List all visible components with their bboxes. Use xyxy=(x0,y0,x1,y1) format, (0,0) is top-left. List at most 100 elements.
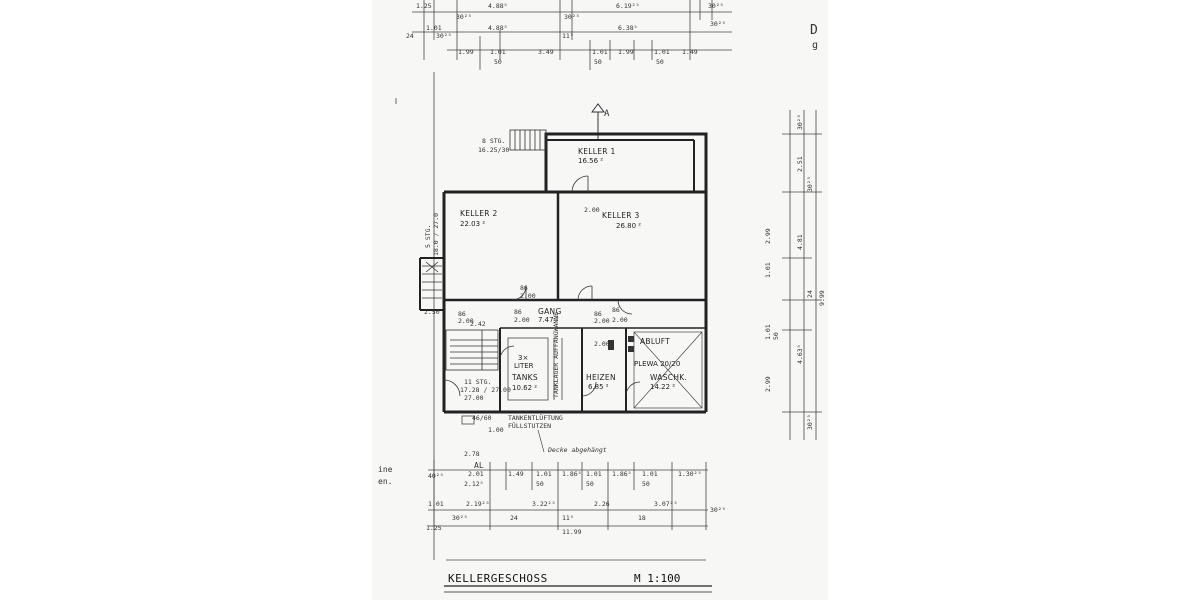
tank-vertical-note: TANKLAGER AUFFANGWANNE xyxy=(552,312,560,398)
right-dim-10: 4.63⁵ xyxy=(796,344,804,364)
plan-scale: M 1:100 xyxy=(634,572,680,585)
svg-text:46/60: 46/60 xyxy=(472,414,492,422)
svg-text:1.86⁵: 1.86⁵ xyxy=(612,470,632,478)
svg-text:2.00: 2.00 xyxy=(594,317,610,325)
keller1-name: KELLER 1 xyxy=(578,147,616,156)
svg-text:2.12⁵: 2.12⁵ xyxy=(464,480,484,488)
svg-text:1.01: 1.01 xyxy=(536,470,552,478)
edge-text-ine: ine xyxy=(378,465,393,474)
fill-stutzen-note: FÜLLSTUTZEN xyxy=(508,421,551,430)
flue-markers xyxy=(608,336,634,352)
edge-text-en: en. xyxy=(378,477,392,486)
svg-text:1.49: 1.49 xyxy=(508,470,524,478)
svg-text:50: 50 xyxy=(642,480,650,488)
svg-text:2.78: 2.78 xyxy=(464,450,480,458)
right-dim-11: 2.99 xyxy=(764,376,772,392)
keller3-name: KELLER 3 xyxy=(602,211,640,220)
interior-dims: 2.42 2.50 86 2.00 86 2.00 86 2.00 86 2.0… xyxy=(424,206,628,434)
keller2-area: 22.03 ² xyxy=(460,220,485,228)
top3-dim-101b: 1.01 xyxy=(592,48,608,56)
top-dim-30-a: 30²⁵ xyxy=(456,13,472,21)
svg-text:2.19²⁵: 2.19²⁵ xyxy=(466,500,489,508)
top3-dim-349: 3.49 xyxy=(538,48,554,56)
top3-dim-101a: 1.01 xyxy=(490,48,506,56)
svg-text:24: 24 xyxy=(510,514,518,522)
stairs-bottom-dim2: 27.00 xyxy=(464,394,484,402)
top2-dim-30: 30²⁵ xyxy=(436,32,452,40)
top-dim-30-c: 30²⁵ xyxy=(708,2,724,10)
plan-title: KELLERGESCHOSS xyxy=(448,572,548,585)
top2-dim-638: 6.38⁵ xyxy=(618,24,638,32)
tanks-sub: 3× xyxy=(518,354,528,362)
top2-dim-24: 24 xyxy=(406,32,414,40)
svg-text:1.00: 1.00 xyxy=(488,426,504,434)
waschk-area: 14.22 ² xyxy=(650,383,675,391)
svg-text:3.22²⁵: 3.22²⁵ xyxy=(532,500,555,508)
top3-sub-50c: 50 xyxy=(656,58,664,66)
svg-text:2.00: 2.00 xyxy=(612,316,628,324)
svg-text:2.00: 2.00 xyxy=(514,316,530,324)
top-dim-30-b: 30²⁵ xyxy=(564,13,580,21)
stairs-left-dim: 18.0 / 27.0 xyxy=(432,213,440,256)
top2-dim-115: 11⁵ xyxy=(562,32,574,40)
svg-text:1.01: 1.01 xyxy=(428,500,444,508)
top2-dim-488: 4.88⁵ xyxy=(488,24,508,32)
bottom-dim-left: 40²⁵ xyxy=(428,472,444,480)
tanks-area: 10.62 ² xyxy=(512,384,537,392)
top3-sub-50a: 50 xyxy=(494,58,502,66)
stairs-top xyxy=(509,129,547,151)
top-dim-1-25: 1.25 xyxy=(416,2,432,10)
waschkueche-opening xyxy=(633,331,703,409)
right-dim-6: 24 xyxy=(806,290,814,298)
keller2-name: KELLER 2 xyxy=(460,209,498,218)
gang-name: GANG xyxy=(538,307,562,316)
right-dim-2: 30²⁵ xyxy=(806,176,814,192)
abluft-name: ABLUFT xyxy=(640,337,670,346)
stairs-bottom-label: 11 STG. xyxy=(464,378,491,386)
top3-dim-149: 1.49 xyxy=(682,48,698,56)
right-dim-4: 4.81 xyxy=(796,234,804,250)
svg-text:1.01: 1.01 xyxy=(586,470,602,478)
edge-letter-d: D xyxy=(810,23,818,38)
svg-text:86: 86 xyxy=(514,308,522,316)
walls xyxy=(419,132,708,414)
svg-text:3.07²⁵: 3.07²⁵ xyxy=(654,500,677,508)
svg-text:1.25: 1.25 xyxy=(426,524,442,532)
heizen-area: 6.85 ² xyxy=(588,383,609,391)
top-dim-488: 4.88⁵ xyxy=(488,2,508,10)
doors xyxy=(443,175,641,397)
bottom-row2-dims: 1.01 2.19²⁵ 3.22²⁵ 2.26 3.07²⁵ 30²⁵ xyxy=(428,500,726,514)
title-block: KELLERGESCHOSS M 1:100 xyxy=(444,572,712,593)
heizen-name: HEIZEN xyxy=(586,373,616,382)
top2-dim-101: 1.01 xyxy=(426,24,442,32)
stairs-top-label: 8 STG. xyxy=(482,137,505,145)
svg-text:86: 86 xyxy=(612,306,620,314)
right-dim-1: 2.51 xyxy=(796,156,804,172)
abluft-sub: PLEWA 20/20 xyxy=(634,360,680,368)
svg-text:86: 86 xyxy=(594,310,602,318)
right-dimension-lines xyxy=(782,110,822,440)
bottom-dimension-lines xyxy=(428,460,708,561)
top-dim-619: 6.19²⁵ xyxy=(616,2,639,10)
svg-text:1.01: 1.01 xyxy=(642,470,658,478)
top3-dim-199b: 1.99 xyxy=(618,48,634,56)
section-label-a: A xyxy=(604,109,610,119)
right-dim-8: 1.01 xyxy=(764,324,772,340)
right-dim-12: 30²⁵ xyxy=(806,414,814,430)
edge-letter-g: g xyxy=(812,40,818,51)
svg-text:2.01: 2.01 xyxy=(468,470,484,478)
stairs-left xyxy=(422,261,442,299)
svg-text:2.00: 2.00 xyxy=(594,340,610,348)
svg-text:50: 50 xyxy=(586,480,594,488)
svg-text:86: 86 xyxy=(520,284,528,292)
right-dim-7: 9.99 xyxy=(818,290,826,306)
svg-text:1.30²⁵: 1.30²⁵ xyxy=(678,470,701,478)
top3-dim-199a: 1.99 xyxy=(458,48,474,56)
keller1-area: 16.56 ² xyxy=(578,157,603,165)
decke-note: Decke abgehängt xyxy=(547,446,607,454)
stairs-top-dim: 16.25/30 xyxy=(478,146,509,154)
svg-text:1.86⁵: 1.86⁵ xyxy=(562,470,582,478)
svg-text:2.42: 2.42 xyxy=(470,320,486,328)
bottom-row1-dims: 2.78 2.01 1.49 1.01 1.86⁵ 1.01 1.86⁵ 1.0… xyxy=(464,450,701,488)
top2-dim-30: 30²⁵ xyxy=(710,20,726,28)
